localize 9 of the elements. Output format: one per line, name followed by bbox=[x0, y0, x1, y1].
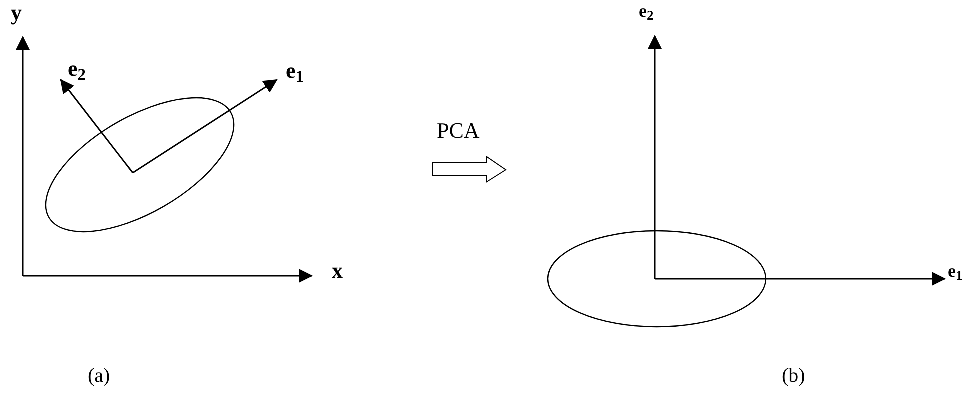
axis-label: e$_{1}$ bbox=[948, 262, 963, 280]
vector-label: e$_{1}$ bbox=[286, 60, 304, 82]
transform-label: PCA bbox=[437, 120, 480, 142]
panel-label: (b) bbox=[782, 366, 806, 386]
vector-label: e$_{2}$ bbox=[68, 58, 86, 80]
panel-label: (a) bbox=[88, 366, 110, 386]
axis-label: y bbox=[11, 2, 22, 24]
axis-label: e$_{2}$ bbox=[639, 2, 654, 20]
axis-label: x bbox=[332, 260, 343, 282]
